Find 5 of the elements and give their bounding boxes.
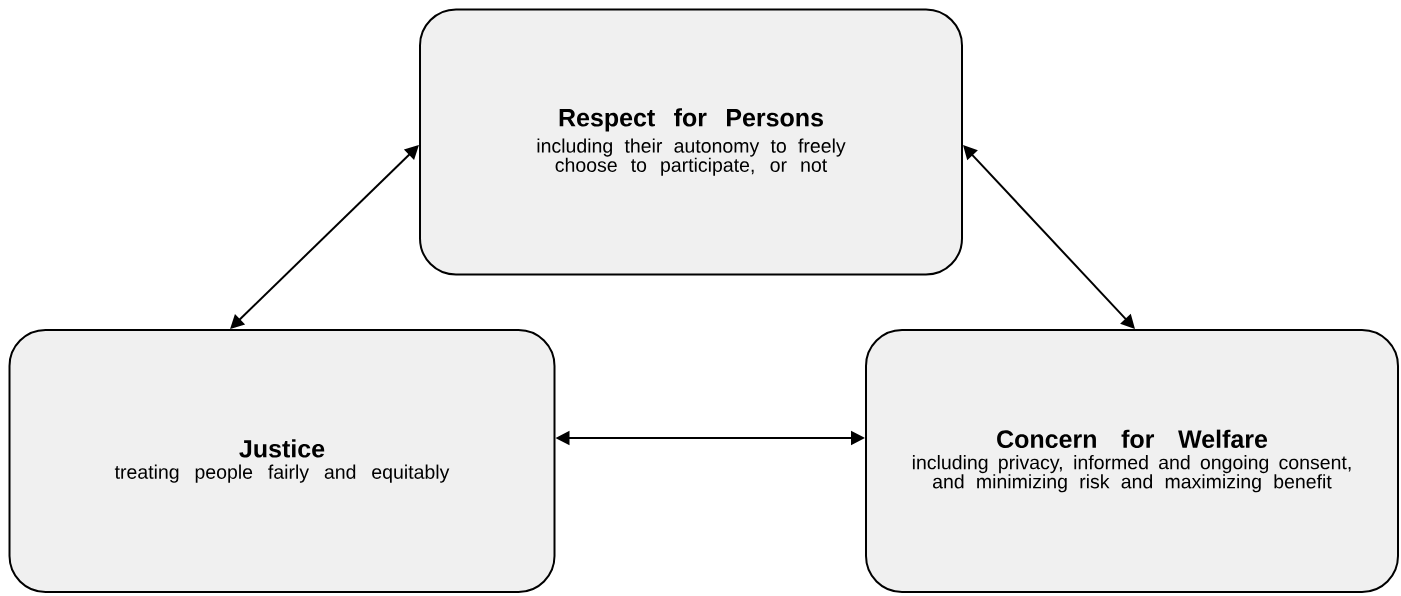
double-arrow	[230, 145, 419, 329]
rounded-box: Justice treating people fairly and equitably	[8, 329, 556, 593]
double-arrow	[963, 145, 1135, 329]
rounded-box: Concern for Welfare including privacy, informed and ongoing consent, and minimizing risk and maximizing benefit	[865, 329, 1399, 593]
rounded-box: Respect for Persons including their autonomy to freely choose to participate, or not	[419, 8, 963, 276]
